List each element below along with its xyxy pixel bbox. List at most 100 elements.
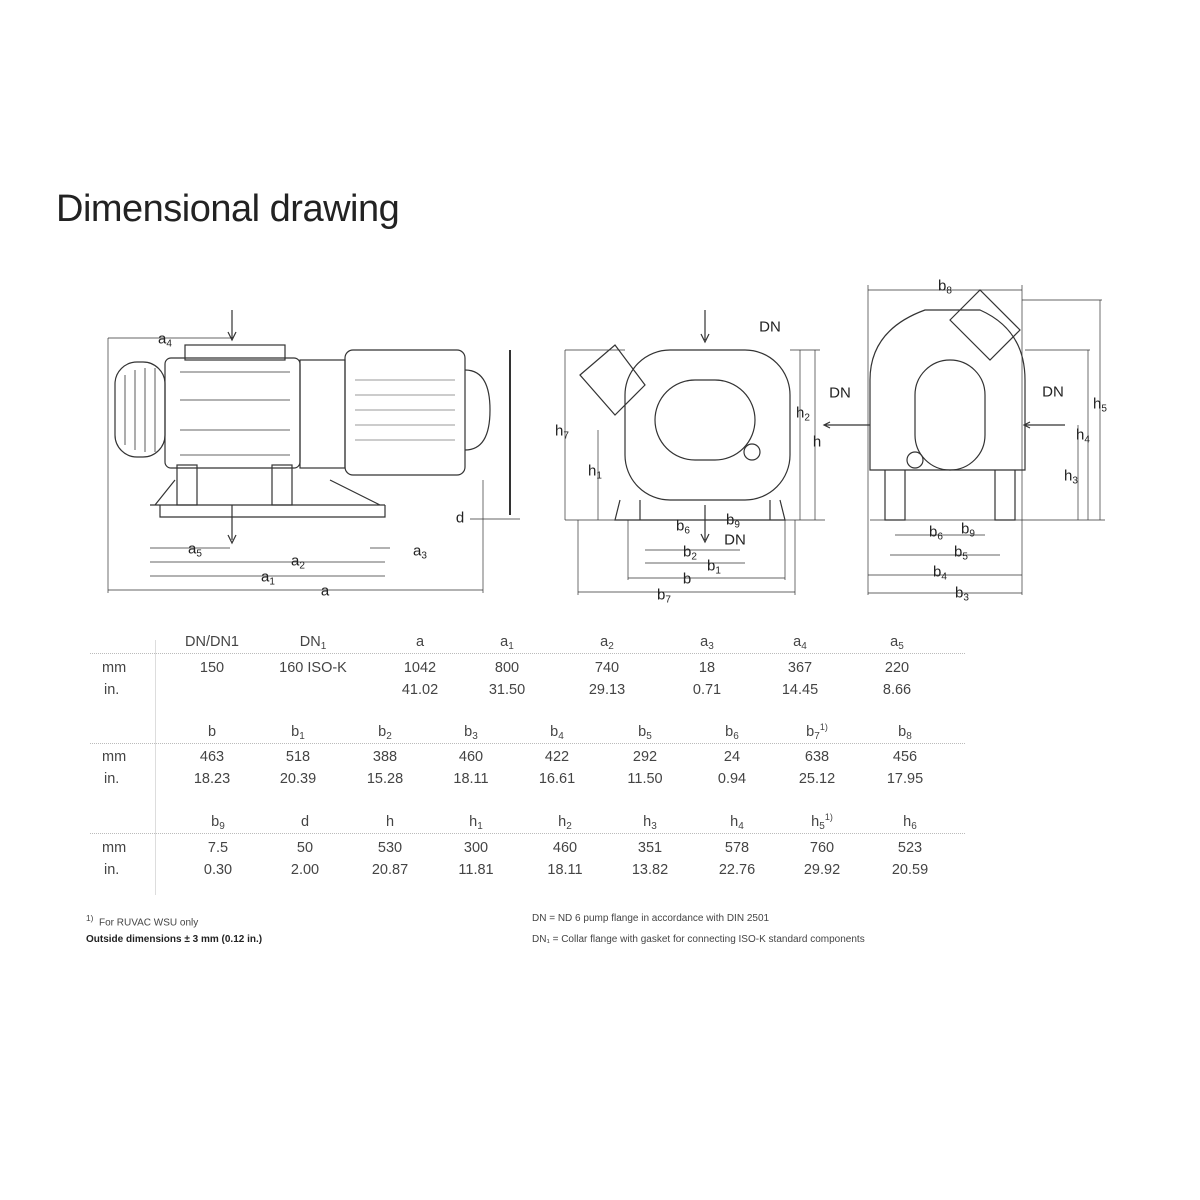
label-symbol: h xyxy=(796,404,805,422)
column-header: b3 xyxy=(464,722,478,742)
front-view-pump xyxy=(564,310,825,595)
label-symbol: h xyxy=(588,462,597,480)
label-symbol: h xyxy=(1093,395,1102,413)
column-header: b71) xyxy=(806,722,828,742)
header-t: b xyxy=(291,723,300,740)
value-mm: 150 xyxy=(199,660,225,676)
label-subscript: 2 xyxy=(299,560,305,572)
value-in: 17.95 xyxy=(886,771,924,787)
header-t: b xyxy=(378,723,387,740)
front-dimension-label: b xyxy=(683,571,691,590)
label-subscript: 2 xyxy=(691,551,697,563)
value-mm: 578 xyxy=(724,840,750,856)
value-in: 0.71 xyxy=(692,682,722,698)
outside-dimensions-note: Outside dimensions ± 3 mm (0.12 in.) xyxy=(86,934,263,945)
label-subscript: 5 xyxy=(196,548,202,560)
end-dimension-label: DN xyxy=(1042,384,1064,403)
label-symbol: a xyxy=(188,540,197,558)
value-mm: 760 xyxy=(809,840,835,856)
side-view-pump xyxy=(107,310,520,593)
value-in: 18.11 xyxy=(453,771,489,787)
label-symbol: b xyxy=(726,511,735,529)
value-mm: 7.5 xyxy=(207,840,229,856)
row-label-mm: mm xyxy=(102,660,127,676)
value-in: 29.92 xyxy=(803,862,841,878)
dn-definition: DN = ND 6 pump flange in accordance with… xyxy=(532,913,770,924)
header-t: h xyxy=(730,813,739,830)
column-header: b9 xyxy=(211,812,225,832)
label-subscript: 5 xyxy=(1101,403,1107,415)
end-dimension-label: h4 xyxy=(1076,427,1090,446)
footnote: 1) For RUVAC WSU only xyxy=(86,913,198,928)
table-divider-vertical xyxy=(155,640,156,895)
column-header: b8 xyxy=(898,722,912,742)
header-s: 3 xyxy=(472,730,478,742)
value-mm: 220 xyxy=(884,660,910,676)
column-header: h4 xyxy=(730,812,744,832)
value-in: 14.45 xyxy=(781,682,819,698)
value-in: 8.66 xyxy=(882,682,912,698)
value-in: 29.13 xyxy=(588,682,626,698)
front-dimension-label: h7 xyxy=(555,423,569,442)
page-title: Dimensional drawing xyxy=(56,188,400,230)
end-dimension-label: b8 xyxy=(938,278,952,297)
label-subscript: 5 xyxy=(962,551,968,563)
header-t: a xyxy=(600,633,609,650)
column-header: h1 xyxy=(469,812,483,832)
value-in: 22.76 xyxy=(718,862,756,878)
label-symbol: b xyxy=(933,563,942,581)
label-subscript: 2 xyxy=(804,412,810,424)
label-subscript: 3 xyxy=(963,592,969,604)
value-in: 2.00 xyxy=(290,862,320,878)
value-mm: 50 xyxy=(296,840,314,856)
row-label-in: in. xyxy=(104,862,120,878)
header-t: h xyxy=(469,813,478,830)
label-symbol: b xyxy=(682,570,692,588)
header-s: 8 xyxy=(906,730,912,742)
value-in: 11.81 xyxy=(458,862,494,878)
label-symbol: DN xyxy=(759,318,781,336)
value-in: 11.50 xyxy=(627,771,663,787)
value-mm: 456 xyxy=(892,749,918,765)
side-dimension-label: a1 xyxy=(261,569,275,588)
label-subscript: 6 xyxy=(684,525,690,537)
label-subscript: 7 xyxy=(665,594,671,606)
value-in: 0.94 xyxy=(717,771,747,787)
label-subscript: 3 xyxy=(421,550,427,562)
front-dimension-label: b7 xyxy=(657,587,671,606)
header-s: 5 xyxy=(898,640,904,652)
column-header: a2 xyxy=(600,632,614,652)
front-dimension-label: b9 xyxy=(726,512,740,531)
end-dimension-label: b5 xyxy=(954,544,968,563)
header-t: b xyxy=(725,723,734,740)
value-in: 18.11 xyxy=(547,862,583,878)
dn1-definition: DN₁ = Collar flange with gasket for conn… xyxy=(532,934,865,945)
side-dimension-label: a5 xyxy=(188,541,202,560)
header-sup: 1) xyxy=(824,812,833,822)
label-subscript: 4 xyxy=(941,571,947,583)
label-symbol: a xyxy=(413,542,422,560)
side-dimension-label: a4 xyxy=(158,331,172,350)
value-in: 20.87 xyxy=(371,862,409,878)
header-s: 4 xyxy=(801,640,807,652)
header-t: b xyxy=(638,723,647,740)
label-subscript: 9 xyxy=(969,528,975,540)
header-t: b xyxy=(207,723,217,740)
side-dimension-label: d xyxy=(456,510,464,529)
value-mm: 460 xyxy=(458,749,484,765)
label-symbol: b xyxy=(961,520,970,538)
header-t: h xyxy=(811,813,820,830)
front-dimension-label: b6 xyxy=(676,518,690,537)
value-mm: 292 xyxy=(632,749,658,765)
label-subscript: 8 xyxy=(946,285,952,297)
column-header: DN1 xyxy=(300,632,327,652)
front-dimension-label: h1 xyxy=(588,463,602,482)
front-dimension-label: b1 xyxy=(707,558,721,577)
header-s: 2 xyxy=(386,730,392,742)
header-t: h xyxy=(643,813,652,830)
label-symbol: DN xyxy=(829,384,851,402)
header-t: DN xyxy=(299,633,321,650)
header-s: 7 xyxy=(814,730,820,742)
label-subscript: 1 xyxy=(715,565,721,577)
header-t: h xyxy=(385,813,395,830)
